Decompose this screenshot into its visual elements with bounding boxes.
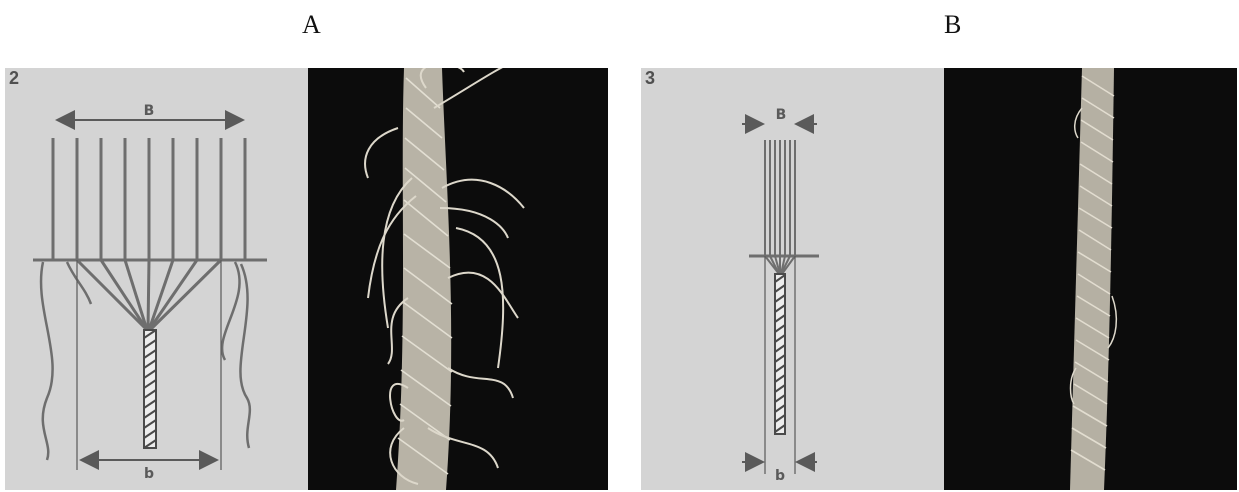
caption-a: A <box>302 10 321 40</box>
lost-fiber-right-long <box>240 264 249 448</box>
lower-width-label: b <box>144 466 154 482</box>
figure-a-diagram: 2 B <box>5 68 308 490</box>
figure-b-photo <box>944 68 1237 490</box>
spinning-triangle <box>765 256 795 274</box>
spinning-triangle <box>77 260 221 330</box>
upper-width-label: B <box>776 107 787 123</box>
caption-b: B <box>944 10 961 40</box>
upper-width-label: B <box>144 103 155 119</box>
yarn-core <box>396 68 451 490</box>
compact-yarn-photo <box>944 68 1237 490</box>
figure-b-diagram: 3 B <box>641 68 944 490</box>
fiber-strands <box>53 138 245 260</box>
lost-fiber-right <box>222 262 239 360</box>
figure-a-photo <box>308 68 608 490</box>
hairy-yarn-photo <box>308 68 608 490</box>
yarn-core <box>1070 68 1114 490</box>
figure-a-drawing: B <box>5 68 308 490</box>
lower-width-label: b <box>775 468 785 484</box>
figure-b-drawing: B <box>641 68 944 490</box>
lost-fiber-left <box>41 262 53 460</box>
fiber-strands <box>765 140 795 256</box>
